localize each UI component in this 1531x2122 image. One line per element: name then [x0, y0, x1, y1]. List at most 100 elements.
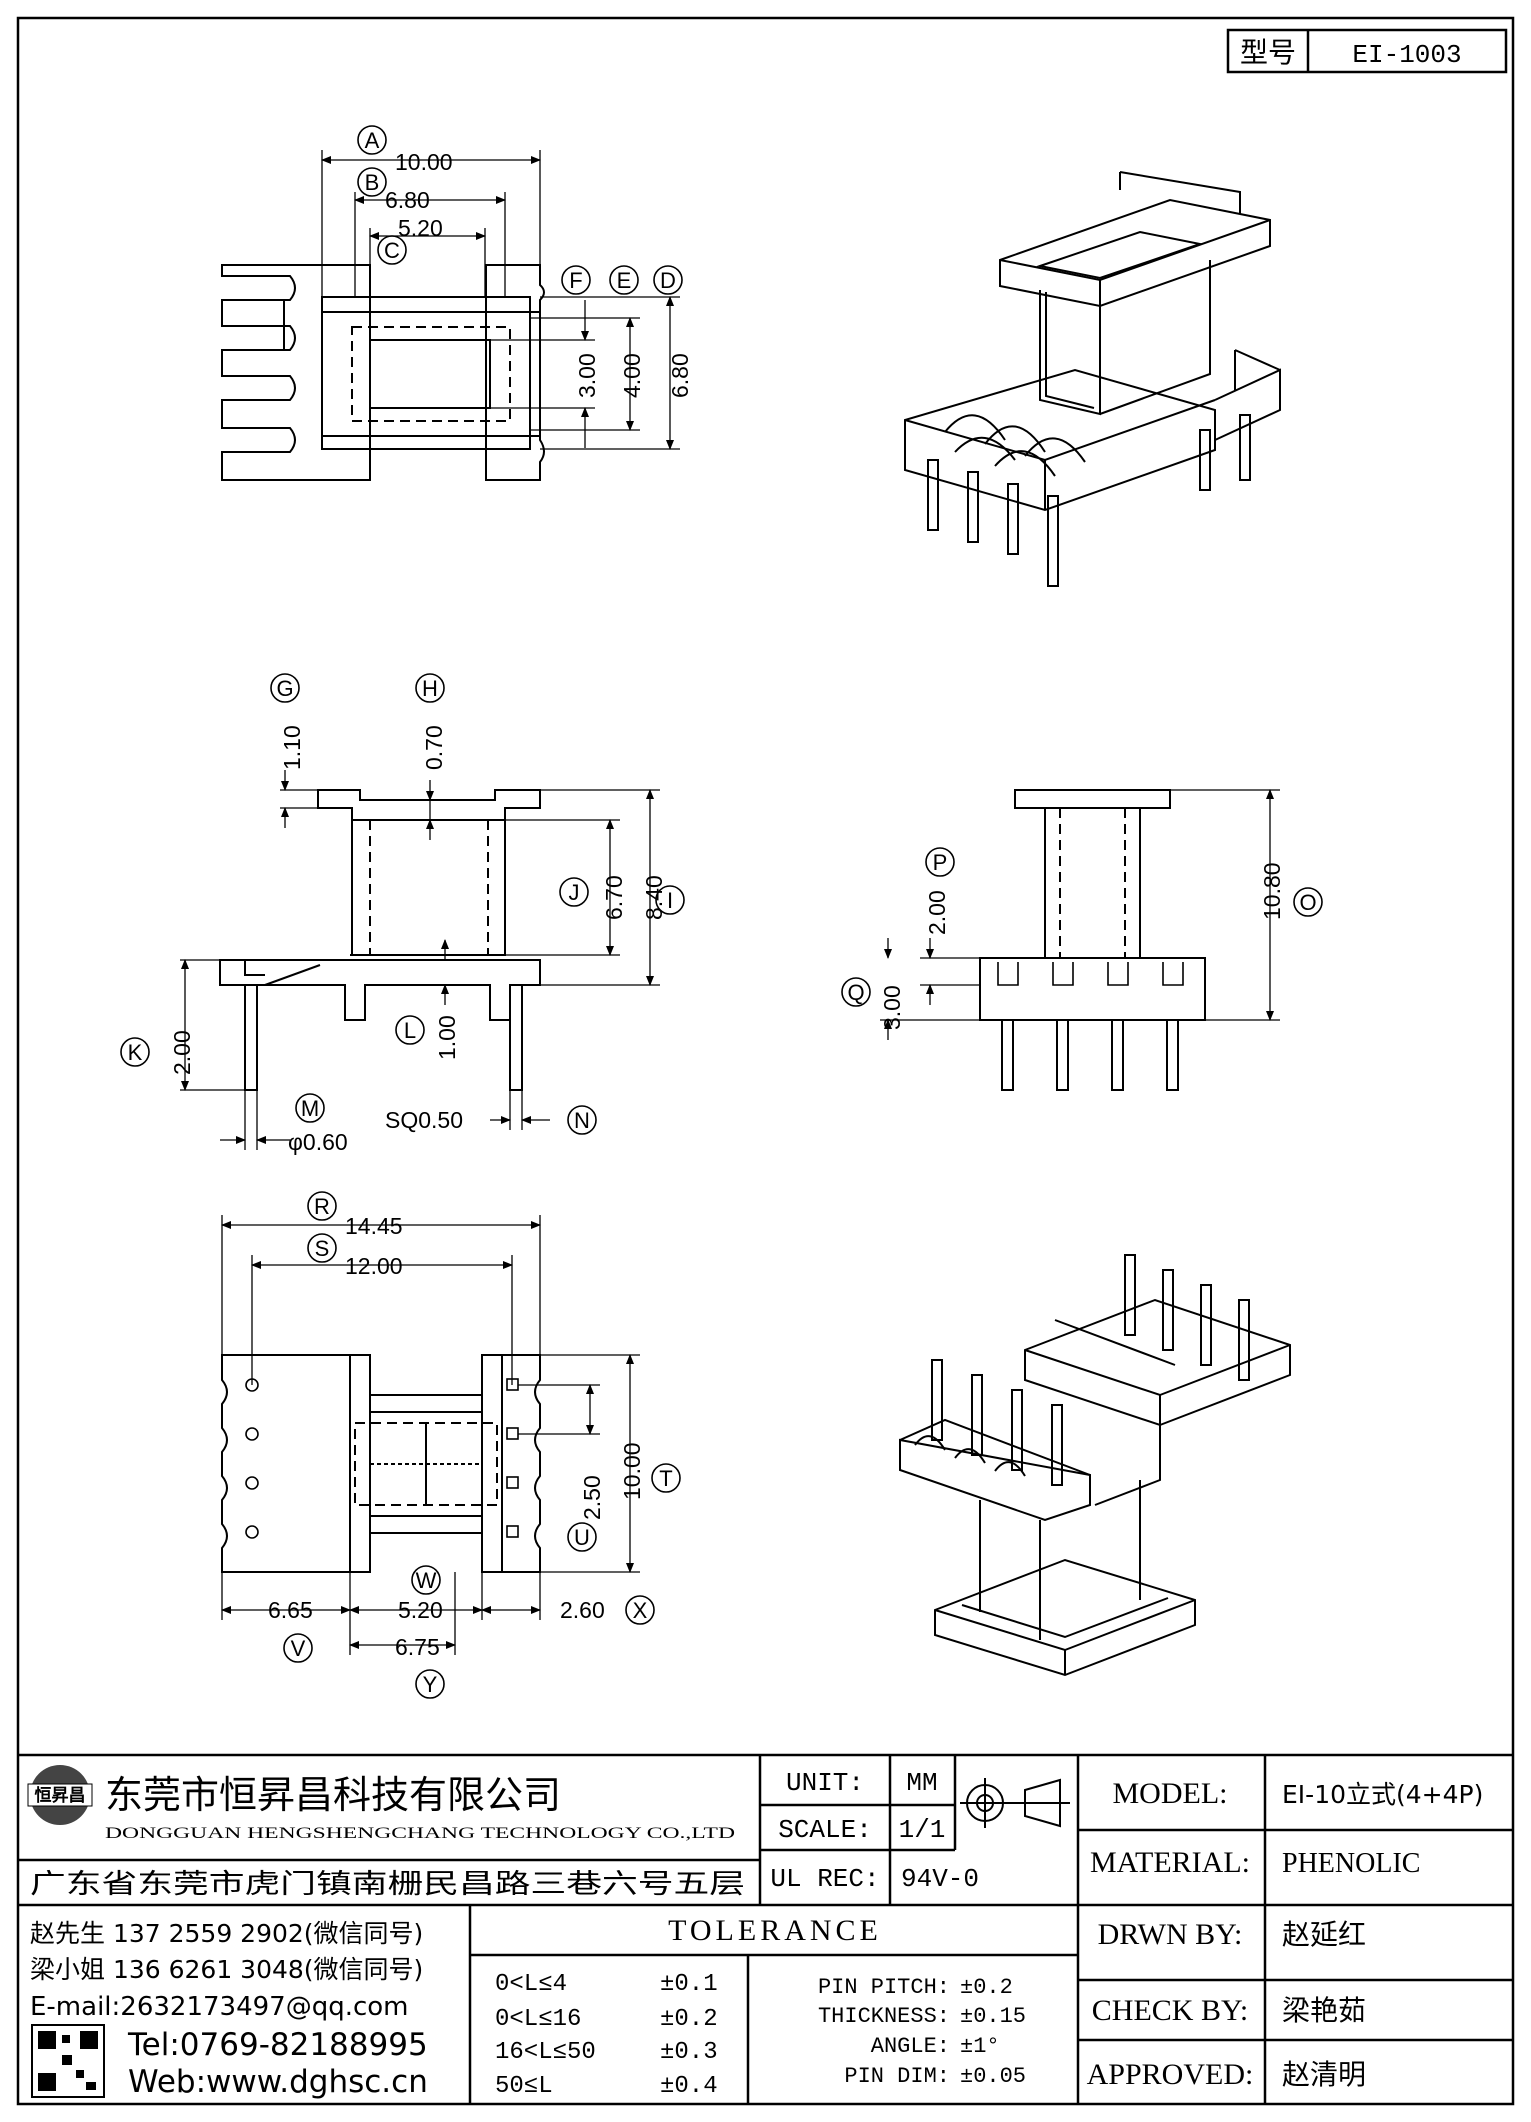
- tolerance-extra-label: ANGLE:: [871, 2034, 950, 2059]
- bottom-view: [221, 1354, 541, 1573]
- tolerance-range: 16<L≤50: [495, 2039, 596, 2066]
- svg-text:D: D: [660, 268, 676, 293]
- tolerance-extra-label: THICKNESS:: [818, 2004, 950, 2029]
- svg-text:X: X: [633, 1598, 648, 1623]
- contact-1: 赵先生 137 2559 2902(微信同号): [30, 1919, 423, 1948]
- dim-v-value: 6.65: [268, 1597, 313, 1623]
- header-model-value: EI-1003: [1352, 40, 1461, 70]
- drwn-value: 赵延红: [1282, 1918, 1366, 1951]
- approved-value: 赵清明: [1282, 2058, 1366, 2091]
- material-label: MATERIAL:: [1090, 1846, 1250, 1879]
- iso-view-bottom: [899, 1254, 1291, 1677]
- tolerance-range: 0<L≤4: [495, 1971, 567, 1998]
- svg-text:G: G: [276, 676, 293, 701]
- iso-view-top: [904, 171, 1281, 587]
- svg-text:F: F: [569, 268, 582, 293]
- model-label: MODEL:: [1113, 1777, 1228, 1810]
- check-label: CHECK BY:: [1092, 1994, 1248, 2027]
- tolerance-extra-value: ±0.2: [960, 1975, 1013, 2000]
- dim-e-value: 4.00: [619, 353, 645, 398]
- material-value: PHENOLIC: [1282, 1848, 1420, 1879]
- contact-email: E-mail:2632173497@qq.com: [30, 1992, 409, 2022]
- top-view-dims: [321, 150, 680, 450]
- tolerance-extra-label: PIN PITCH:: [818, 1975, 950, 2000]
- dim-callouts-top: [357, 125, 683, 295]
- tolerance-value: ±0.3: [660, 2039, 718, 2066]
- contact-web: Web:www.dghsc.cn: [128, 2064, 428, 2100]
- contact-tel: Tel:0769-82188995: [127, 2027, 428, 2063]
- side-view-dims: [880, 789, 1280, 1040]
- svg-text:Y: Y: [423, 1672, 438, 1697]
- ulrec-label: UL REC:: [770, 1864, 879, 1894]
- title-block-lines: [18, 1753, 1513, 2104]
- front-view: [219, 789, 541, 1091]
- dim-n-value: SQ0.50: [385, 1107, 463, 1133]
- header-model-box: 型号 EI-1003: [1226, 28, 1508, 74]
- svg-text:N: N: [574, 1108, 590, 1133]
- header-model-label: 型号: [1240, 36, 1296, 69]
- svg-text:V: V: [291, 1636, 306, 1661]
- svg-text:P: P: [933, 850, 948, 875]
- tolerance-title: TOLERANCE: [668, 1914, 882, 1947]
- front-view-dims: [180, 770, 660, 1150]
- dim-o-value: 10.80: [1259, 862, 1285, 920]
- company-name-en: DONGGUAN HENGSHENGCHANG TECHNOLOGY CO.,L…: [105, 1825, 735, 1842]
- tolerance-extra-label: PIN DIM:: [844, 2064, 950, 2089]
- dim-y-value: 6.75: [395, 1634, 440, 1660]
- company-address: 广东省东莞市虎门镇南栅民昌路三巷六号五层: [30, 1869, 745, 1900]
- svg-text:B: B: [365, 170, 380, 195]
- tolerance-range: 0<L≤16: [495, 2006, 581, 2033]
- tolerance-extra-value: ±1°: [960, 2034, 1000, 2059]
- svg-text:E: E: [617, 268, 632, 293]
- top-view: [221, 264, 545, 481]
- dim-c-value: 5.20: [398, 215, 443, 241]
- drwn-label: DRWN BY:: [1098, 1918, 1243, 1951]
- dim-f-value: 3.00: [574, 353, 600, 398]
- model-value: EI-10立式(4+4P): [1282, 1780, 1483, 1809]
- check-value: 梁艳茹: [1282, 1994, 1366, 2027]
- svg-text:K: K: [128, 1040, 143, 1065]
- unit-value: MM: [906, 1768, 937, 1798]
- svg-text:S: S: [315, 1236, 330, 1261]
- ulrec-value: 94V-0: [901, 1864, 979, 1894]
- svg-text:A: A: [365, 128, 380, 153]
- svg-text:R: R: [314, 1194, 330, 1219]
- tolerance-value: ±0.2: [660, 2006, 718, 2033]
- dim-d-value: 6.80: [667, 353, 693, 398]
- svg-text:U: U: [574, 1525, 590, 1550]
- side-view: [979, 789, 1206, 1091]
- svg-text:恒昇昌: 恒昇昌: [35, 1785, 86, 1806]
- qr-code-icon: [31, 2024, 105, 2098]
- tolerance-extra-value: ±0.05: [960, 2064, 1026, 2089]
- svg-text:J: J: [569, 880, 580, 905]
- svg-text:H: H: [422, 676, 438, 701]
- dim-t-value: 10.00: [619, 1442, 645, 1500]
- svg-text:M: M: [301, 1096, 319, 1121]
- scale-value: 1/1: [899, 1815, 946, 1845]
- svg-text:L: L: [404, 1018, 416, 1043]
- dim-a-value: 10.00: [395, 149, 453, 175]
- dim-q-value: 3.00: [879, 985, 905, 1030]
- dim-r-value: 14.45: [345, 1213, 403, 1239]
- dim-callouts-bottom: [283, 1191, 681, 1699]
- tolerance-table: 0<L≤4 ±0.1 0<L≤16 ±0.2 16<L≤50 ±0.3 50≤L…: [495, 1971, 718, 2100]
- dim-m-value: φ0.60: [288, 1129, 348, 1155]
- dim-h-value: 0.70: [421, 725, 447, 770]
- svg-text:O: O: [1299, 890, 1316, 915]
- tolerance-range: 50≤L: [495, 2073, 553, 2100]
- dim-callouts-front: [120, 673, 685, 1135]
- dim-callouts-side: [841, 847, 1323, 1007]
- dim-p-value: 2.00: [924, 890, 950, 935]
- dim-j-value: 6.70: [601, 875, 627, 920]
- unit-label: UNIT:: [786, 1768, 864, 1798]
- tolerance-value: ±0.1: [660, 1971, 718, 1998]
- dim-u-value: 2.50: [579, 1475, 605, 1520]
- svg-text:Q: Q: [847, 980, 864, 1005]
- company-name-cn: 东莞市恒昇昌科技有限公司: [105, 1773, 561, 1817]
- dim-s-value: 12.00: [345, 1253, 403, 1279]
- tolerance-extra-value: ±0.15: [960, 2004, 1026, 2029]
- dim-i-value: 8.40: [641, 875, 667, 920]
- contact-2: 梁小姐 136 6261 3048(微信同号): [30, 1955, 423, 1984]
- dim-k-value: 2.00: [169, 1030, 195, 1075]
